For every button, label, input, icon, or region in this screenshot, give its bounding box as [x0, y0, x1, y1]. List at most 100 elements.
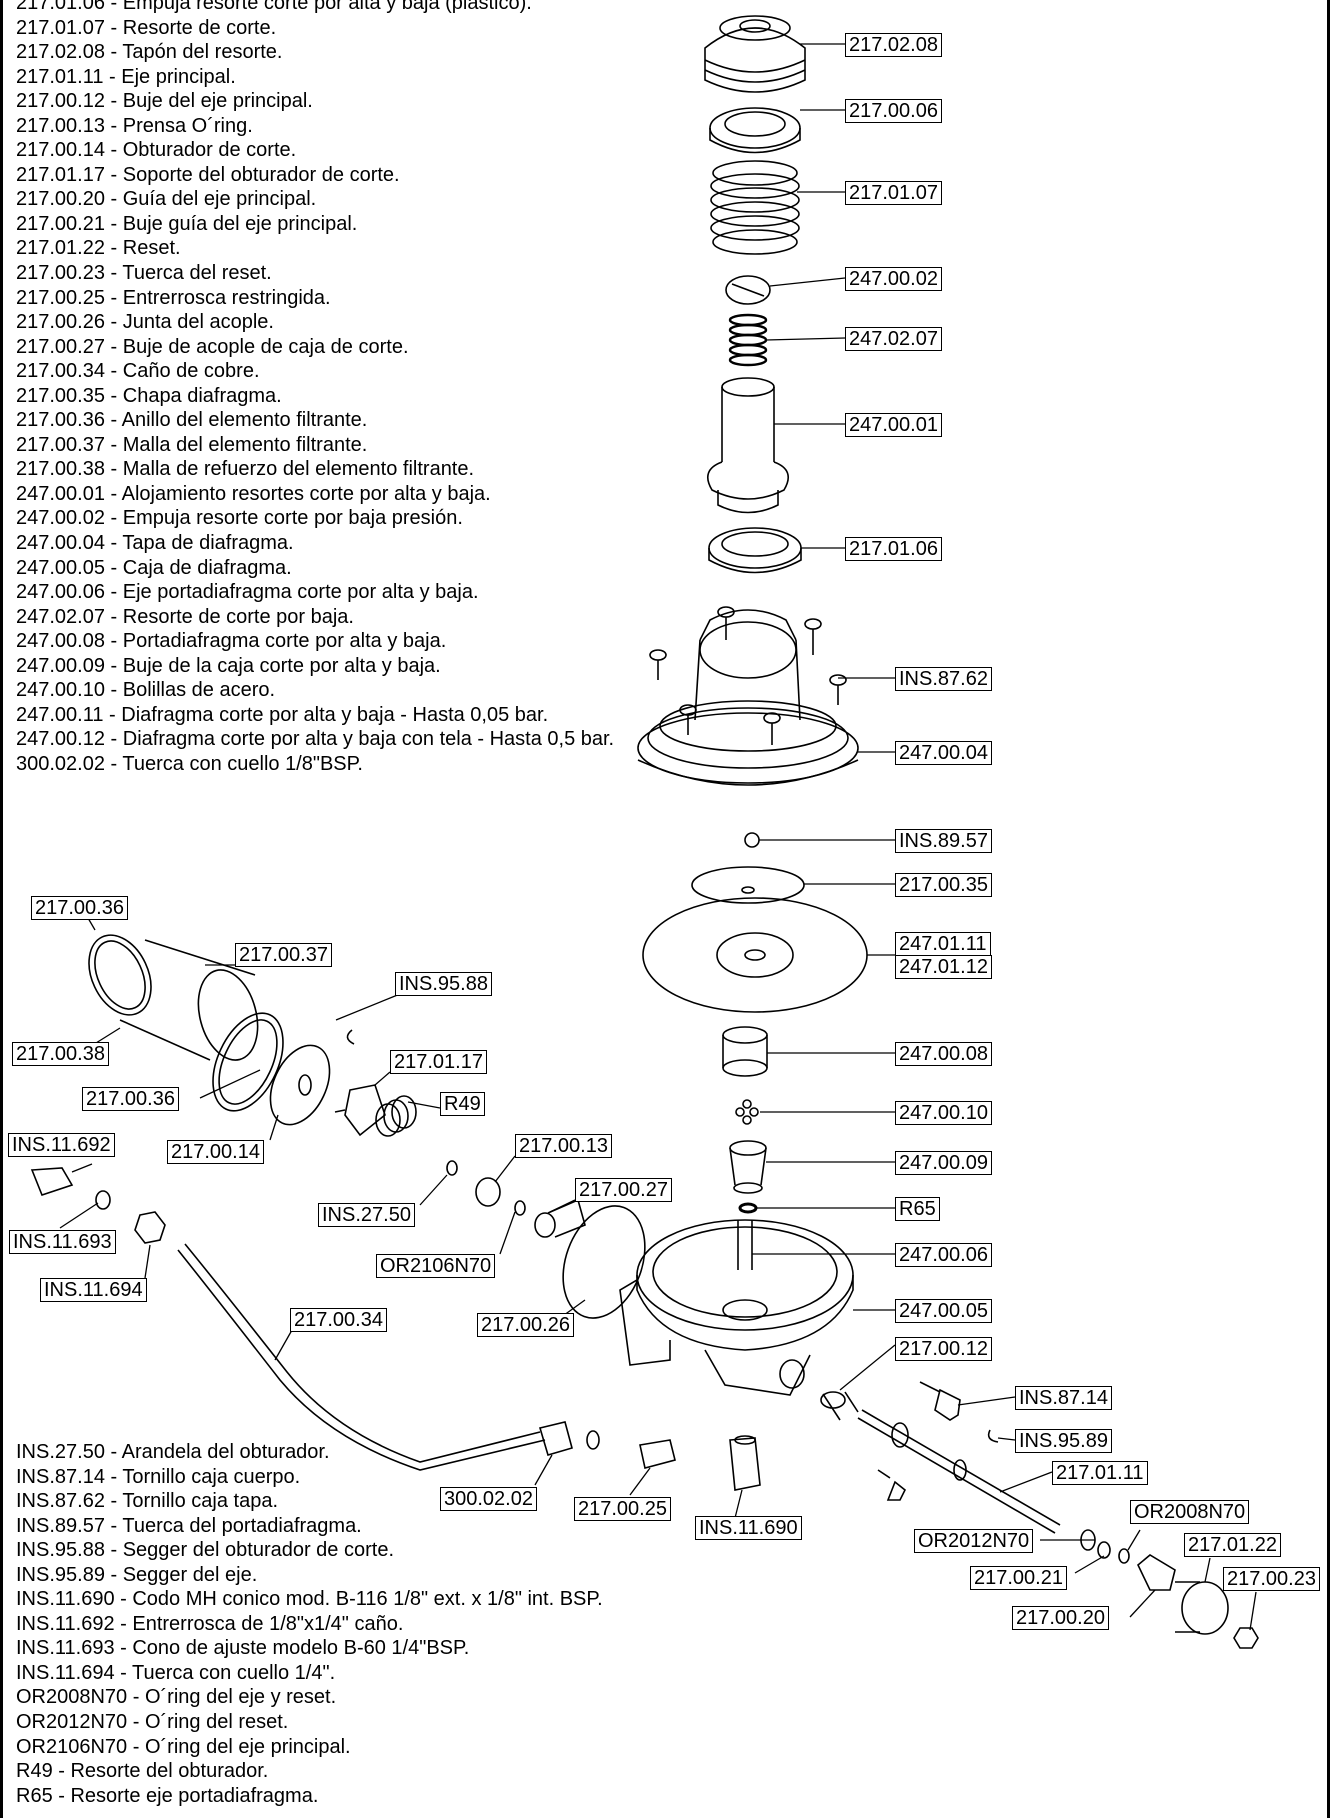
- body-screw-part: [919, 1381, 961, 1421]
- callout-ins-27-50: INS.27.50: [318, 1203, 415, 1227]
- parts-list-item: 217.00.27 - Buje de acople de caja de co…: [16, 335, 409, 358]
- ring-part: [709, 107, 801, 154]
- parts-list-item: 217.00.20 - Guía del eje principal.: [16, 188, 317, 211]
- coupling-gasket-part: [562, 1205, 646, 1319]
- parts-list-item: INS.95.89 - Segger del eje.: [16, 1563, 258, 1586]
- shutter-spring-part: [375, 1095, 417, 1137]
- elbow-fitting-part: [729, 1435, 761, 1491]
- oring-press-part: [475, 1177, 501, 1207]
- parts-list-item: INS.87.14 - Tornillo caja cuerpo.: [16, 1465, 301, 1488]
- parts-list-item: 247.00.10 - Bolillas de acero.: [16, 679, 276, 702]
- callout-217-00-20: 217.00.20: [1012, 1606, 1109, 1630]
- parts-list-item: 217.00.38 - Malla de refuerzo del elemen…: [16, 458, 475, 481]
- diaphragm-nut-part: [744, 832, 760, 848]
- spring-pusher-part: [725, 275, 771, 305]
- callout-217-00-37: 217.00.37: [235, 943, 332, 967]
- parts-list-item: INS.87.62 - Tornillo caja tapa.: [16, 1490, 279, 1513]
- parts-list-item: 217.00.21 - Buje guía del eje principal.: [16, 212, 358, 235]
- diaphragm-part: [642, 897, 868, 1013]
- callout-217-00-12: 217.00.12: [895, 1337, 992, 1361]
- parts-list-item: 247.00.06 - Eje portadiafragma corte por…: [16, 581, 479, 604]
- callout-ins-95-88: INS.95.88: [395, 972, 492, 996]
- parts-list-item: 247.00.11 - Diafragma corte por alta y b…: [16, 703, 549, 726]
- callout-247-00-01: 247.00.01: [845, 413, 942, 437]
- parts-list-item: INS.27.50 - Arandela del obturador.: [16, 1441, 330, 1463]
- parts-list-item: INS.11.693 - Cono de ajuste modelo B-60 …: [16, 1637, 470, 1660]
- parts-list-item: 217.00.23 - Tuerca del reset.: [16, 262, 272, 285]
- filter-ring-a-part: [88, 934, 152, 1016]
- reset-nut-part: [1233, 1627, 1259, 1649]
- parts-list-item: 217.00.36 - Anillo del elemento filtrant…: [16, 409, 368, 432]
- collar-nut-part: [134, 1211, 166, 1244]
- parts-list-item: R49 - Resorte del obturador.: [16, 1760, 269, 1783]
- callout-or2012n70: OR2012N70: [914, 1529, 1034, 1553]
- callout-217-01-11: 217.01.11: [1052, 1461, 1148, 1485]
- coupling-bushing-part: [534, 1198, 586, 1238]
- pusher-ring-part: [708, 527, 802, 574]
- callout-217-00-34: 217.00.34: [290, 1308, 387, 1332]
- callout-ins-11-694: INS.11.694: [40, 1278, 147, 1302]
- callout-r65: R65: [895, 1197, 940, 1221]
- shaft-guide-part: [1137, 1554, 1176, 1591]
- frame-right-border: [1327, 0, 1330, 1818]
- diaphragm-box-part: [619, 1219, 854, 1396]
- collar-nut-bsp-part: [538, 1421, 600, 1456]
- parts-list-item: OR2008N70 - O´ring del eje y reset.: [16, 1686, 337, 1709]
- callout-217-00-36-top: 217.00.36: [31, 896, 128, 920]
- callout-217-00-23: 217.00.23: [1223, 1567, 1320, 1591]
- diaphragm-plate-part: [691, 866, 805, 904]
- callout-247-02-07: 247.02.07: [845, 327, 942, 351]
- callout-ins-11-693: INS.11.693: [9, 1230, 116, 1254]
- spring-plug-part: [704, 15, 806, 93]
- parts-list-item: 217.00.35 - Chapa diafragma.: [16, 384, 282, 407]
- cut-spring-part: [710, 160, 800, 255]
- callout-217-00-14: 217.00.14: [167, 1140, 264, 1164]
- callout-247-00-10: 247.00.10: [895, 1101, 992, 1125]
- callout-217-00-06: 217.00.06: [845, 99, 942, 123]
- parts-list-item: OR2106N70 - O´ring del eje principal.: [16, 1735, 351, 1758]
- shaft-segger-part: [987, 1429, 999, 1443]
- callout-217-00-21: 217.00.21: [970, 1566, 1067, 1590]
- callout-217-00-25: 217.00.25: [574, 1497, 671, 1521]
- cover-screws-part: [649, 606, 847, 745]
- diaphragm-cover-part: [637, 609, 859, 786]
- parts-list-item: 217.00.13 - Prensa O´ring.: [16, 114, 253, 137]
- low-cut-spring-part: [728, 313, 768, 367]
- callout-247-01-12: 247.01.12: [895, 955, 992, 979]
- parts-list-item: 247.00.09 - Buje de la caja corte por al…: [16, 654, 441, 677]
- parts-list-item: 217.01.06 - Empuja resorte corte por alt…: [16, 0, 532, 14]
- parts-list-item: 247.00.08 - Portadiafragma corte por alt…: [16, 630, 447, 653]
- parts-list-item: 247.00.01 - Alojamiento resortes corte p…: [16, 482, 491, 505]
- oring-2008-part: [1118, 1548, 1130, 1564]
- parts-list-item: INS.11.694 - Tuerca con cuello 1/4".: [16, 1661, 336, 1684]
- adjust-cone-part: [95, 1190, 111, 1210]
- callout-247-00-09: 247.00.09: [895, 1151, 992, 1175]
- shaft-spring-part: [738, 1202, 758, 1214]
- parts-list-item: 217.02.08 - Tapón del resorte.: [16, 41, 283, 64]
- parts-list-item: 247.02.07 - Resorte de corte por baja.: [16, 605, 354, 628]
- filter-mesh-part: [119, 939, 259, 1061]
- oring-2106-part: [514, 1200, 526, 1216]
- parts-list-item: 217.00.14 - Obturador de corte.: [16, 139, 297, 162]
- parts-list-item: 247.00.12 - Diafragma corte por alta y b…: [16, 728, 615, 751]
- callout-217-00-13: 217.00.13: [515, 1134, 612, 1158]
- main-shaft-part: [857, 1409, 1061, 1534]
- parts-list-item: OR2012N70 - O´ring del reset.: [16, 1711, 289, 1734]
- callout-ins-87-62: INS.87.62: [895, 667, 992, 691]
- parts-list-item: INS.89.57 - Tuerca del portadiafragma.: [16, 1514, 362, 1537]
- reset-part: [1175, 1581, 1229, 1635]
- filter-ring-b-part: [212, 1012, 284, 1112]
- parts-list-item: 217.01.22 - Reset.: [16, 237, 181, 260]
- shutter-support-part: [334, 1084, 386, 1137]
- parts-list-item: 247.00.04 - Tapa de diafragma.: [16, 532, 294, 555]
- parts-list-bottom: INS.27.50 - Arandela del obturador.INS.8…: [16, 1440, 603, 1808]
- callout-217-01-07: 217.01.07: [845, 181, 942, 205]
- parts-list-item: 300.02.02 - Tuerca con cuello 1/8"BSP.: [16, 752, 363, 775]
- shutter-washer-part: [446, 1160, 458, 1176]
- callout-247-00-08: 247.00.08: [895, 1042, 992, 1066]
- leader-lines: [59, 43, 1257, 1631]
- parts-list-item: INS.11.690 - Codo MH conico mod. B-116 1…: [16, 1588, 603, 1611]
- parts-list-item: 247.00.02 - Empuja resorte corte por baj…: [16, 507, 463, 530]
- steel-balls-part: [735, 1099, 759, 1125]
